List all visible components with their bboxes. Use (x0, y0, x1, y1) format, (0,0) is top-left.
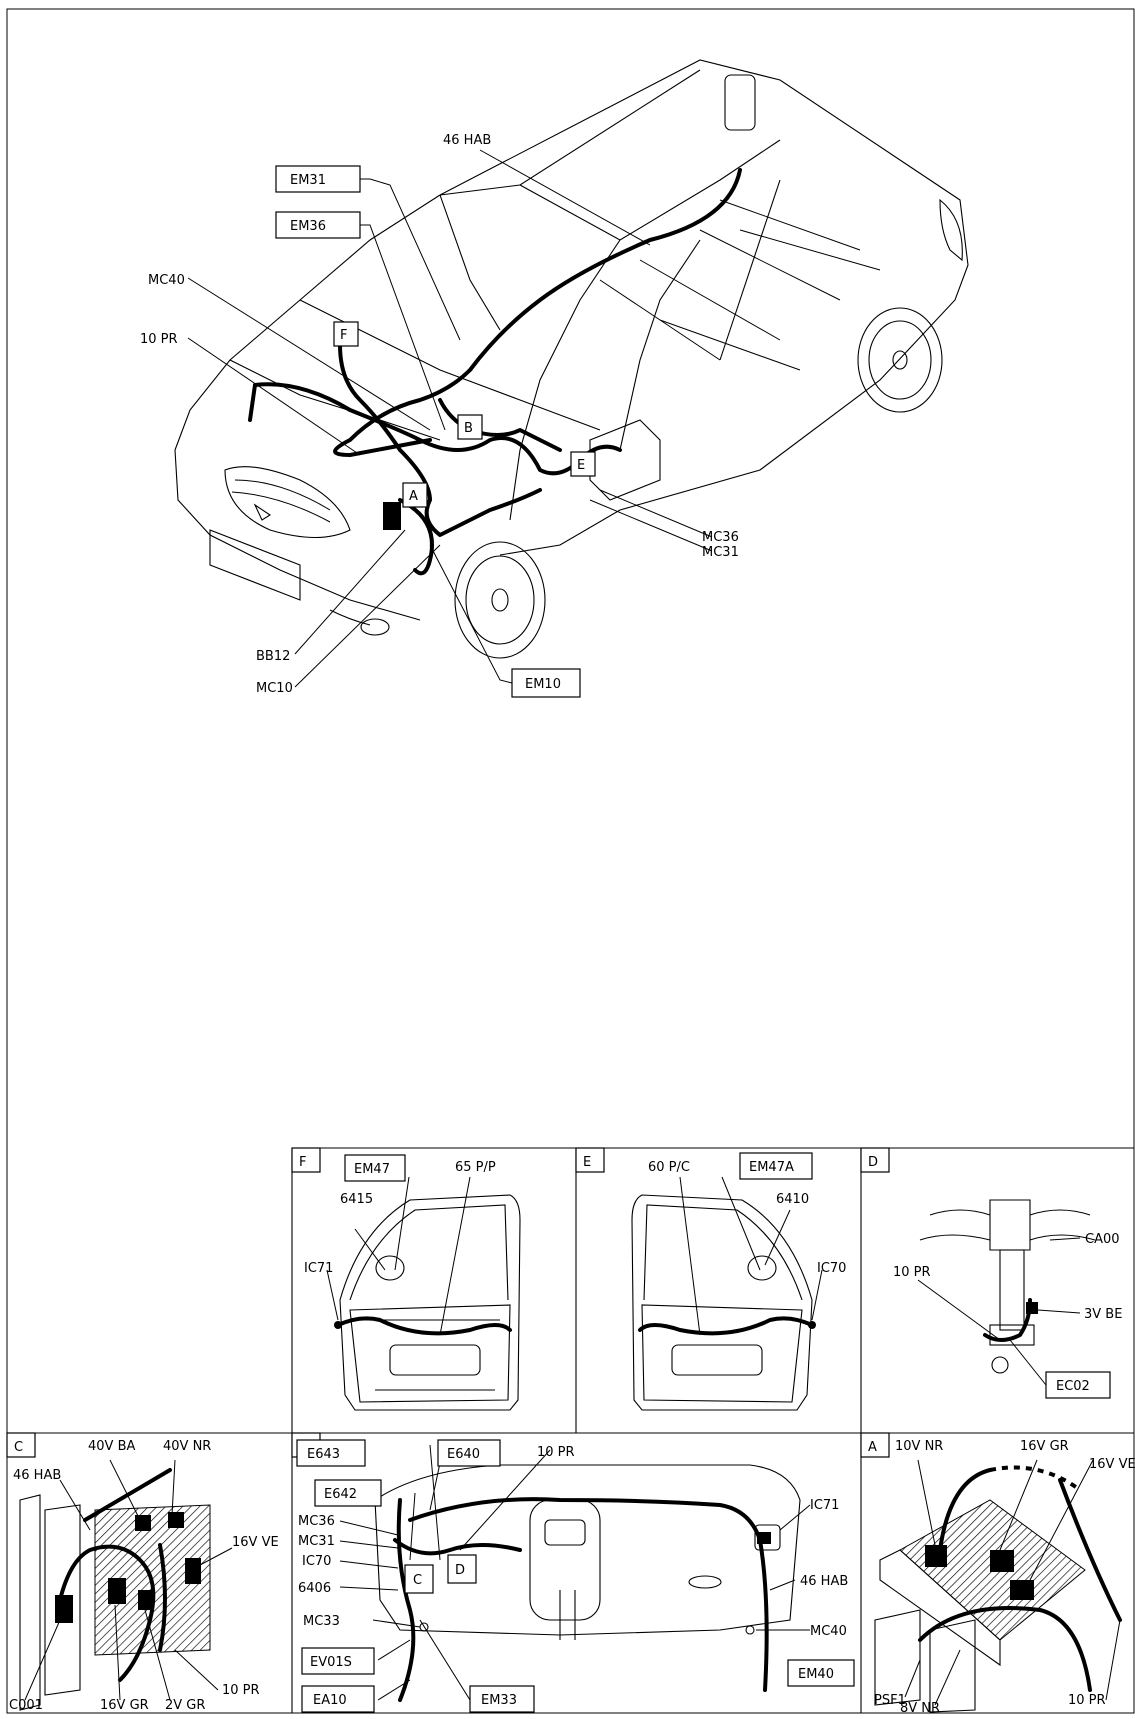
panel-c-40vnr: 40V NR (163, 1439, 211, 1454)
label-a: A (409, 489, 418, 504)
label-10-pr: 10 PR (140, 332, 178, 347)
panel-c-c001: C001 (9, 1698, 43, 1713)
panel-b-em40: EM40 (798, 1667, 834, 1682)
panel-b-ev01s: EV01S (310, 1655, 352, 1670)
panel-c-40vba: 40V BA (88, 1439, 135, 1454)
label-em31: EM31 (290, 173, 326, 188)
box-f (333, 321, 359, 347)
panel-e-em47a: EM47A (749, 1160, 794, 1175)
label-mc31: MC31 (702, 545, 739, 560)
panel-d-ec02: EC02 (1056, 1379, 1090, 1394)
box-em36 (275, 211, 361, 239)
panel-a-psf1: PSF1 (874, 1693, 906, 1708)
panel-a-10vnr: 10V NR (895, 1439, 943, 1454)
panel-d-10pr: 10 PR (893, 1265, 931, 1280)
panel-c-2vgr: 2V GR (165, 1698, 205, 1713)
panel-b-ic71: IC71 (810, 1498, 839, 1513)
panel-e-ic70: IC70 (817, 1261, 846, 1276)
panel-b-10pr: 10 PR (537, 1445, 575, 1460)
label-mc10: MC10 (256, 681, 293, 696)
car-overview: 46 HAB EM31 EM36 MC40 10 PR F B E A MC36… (140, 59, 969, 698)
panel-b-ea10: EA10 (313, 1693, 347, 1708)
page-frame (6, 8, 1135, 1714)
panel-b-d: D (455, 1563, 465, 1578)
label-mc40: MC40 (148, 273, 185, 288)
panel-b-mc40: MC40 (810, 1624, 847, 1639)
panel-c-16vgr: 16V GR (100, 1698, 149, 1713)
panel-a: A 10V NR 16V GR 16V VE PSF1 8V NR 10 PR (860, 1432, 1135, 1716)
label-em36: EM36 (290, 219, 326, 234)
panel-b-mc36: MC36 (298, 1514, 335, 1529)
panel-e-6410: 6410 (776, 1192, 809, 1207)
box-e (570, 451, 596, 477)
panel-d: D CA00 10 PR 3V BE EC02 (860, 1147, 1122, 1399)
panel-b-em33: EM33 (481, 1693, 517, 1708)
panel-b-e643: E643 (307, 1447, 340, 1462)
panel-c-tag: C (14, 1440, 23, 1455)
panel-d-tag: D (868, 1155, 878, 1170)
panel-b-46hab: 46 HAB (800, 1574, 848, 1589)
label-mc36: MC36 (702, 530, 739, 545)
panel-c-16vve: 16V VE (232, 1535, 279, 1550)
panel-a-tag: A (868, 1440, 877, 1455)
label-46-hab: 46 HAB (443, 133, 491, 148)
panel-c-46hab: 46 HAB (13, 1468, 61, 1483)
label-b: B (464, 421, 473, 436)
panel-e-tag: E (583, 1155, 591, 1170)
box-b (457, 414, 483, 440)
panel-f: F EM47 65 P/P 6415 IC71 (291, 1147, 521, 1411)
panel-a-16vve: 16V VE (1089, 1457, 1135, 1472)
detail-grid (7, 1147, 1134, 1713)
panel-e-60pc: 60 P/C (648, 1160, 690, 1175)
panel-b-e642: E642 (324, 1487, 357, 1502)
panel-b-e640: E640 (447, 1447, 480, 1462)
panel-f-65pp: 65 P/P (455, 1160, 496, 1175)
panel-a-16vgr: 16V GR (1020, 1439, 1069, 1454)
label-e: E (577, 458, 585, 473)
box-a (402, 482, 428, 508)
panel-f-em47: EM47 (354, 1162, 390, 1177)
panel-d-ca00: CA00 (1085, 1232, 1120, 1247)
panel-f-6415: 6415 (340, 1192, 373, 1207)
panel-f-tag: F (299, 1155, 306, 1170)
panel-b: B C D E643 E640 10 P (291, 1432, 855, 1713)
box-em31 (275, 165, 361, 193)
panel-c-10pr: 10 PR (222, 1683, 260, 1698)
panel-a-8vnr: 8V NR (900, 1701, 940, 1715)
panel-b-c: C (413, 1573, 422, 1588)
panel-b-mc33: MC33 (303, 1614, 340, 1629)
panel-e: E 60 P/C EM47A 6410 IC70 (575, 1147, 846, 1411)
panel-b-6406: 6406 (298, 1581, 331, 1596)
panel-b-mc31: MC31 (298, 1534, 335, 1549)
label-bb12: BB12 (256, 649, 290, 664)
panel-a-10pr: 10 PR (1068, 1693, 1106, 1708)
panel-f-ic71: IC71 (304, 1261, 333, 1276)
label-f: F (340, 328, 347, 343)
panel-b-ic70: IC70 (302, 1554, 331, 1569)
panel-d-3vbe: 3V BE (1084, 1307, 1122, 1322)
label-em10: EM10 (525, 677, 561, 692)
panel-c: C 40V BA 40V NR 46 HAB 16V VE C001 16V G… (6, 1432, 279, 1713)
box-em10 (511, 668, 581, 698)
